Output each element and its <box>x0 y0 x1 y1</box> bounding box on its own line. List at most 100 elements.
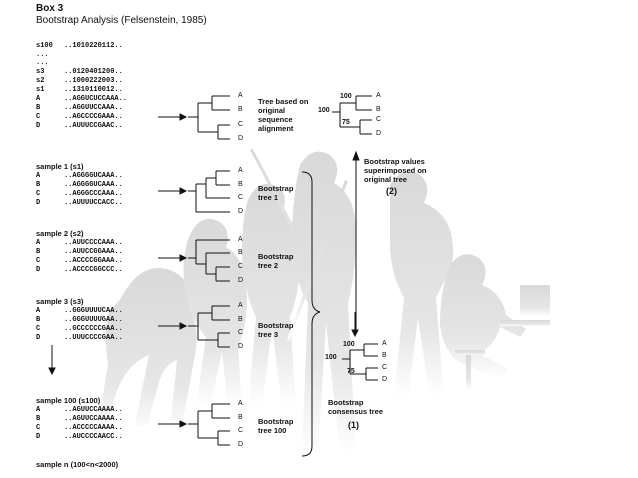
arrowhead-sample-2 <box>179 254 188 262</box>
tree-bootstrap-1 <box>188 170 230 213</box>
bootstrap-tree-1-label: Bootstrap tree 1 <box>258 184 294 202</box>
row-seq: ..GGGUUUUGAA.. <box>64 316 123 324</box>
original-tree-label: Tree based on original sequence alignmen… <box>258 97 309 133</box>
tip-label: B <box>382 352 387 359</box>
tip-label: D <box>238 208 244 215</box>
box-subtitle: Bootstrap Analysis (Felsenstein, 1985) <box>36 15 207 26</box>
tip-label: B <box>238 181 243 188</box>
row-seq: ..AGUUCCAAAA.. <box>64 406 123 414</box>
row-seq: ..AUUCCCCAAA.. <box>64 239 123 247</box>
silhouette-chair <box>455 350 485 355</box>
tip-label: B <box>238 106 243 113</box>
row-label: D <box>36 266 41 274</box>
arrowhead-down <box>48 367 56 376</box>
sample-title: sample 100 (s100) <box>36 396 101 405</box>
consensus-value-root: 100 <box>325 354 337 361</box>
bootstrap-value-root: 100 <box>318 107 330 114</box>
row-label: B <box>36 415 41 423</box>
superimpose-step: (2) <box>386 186 397 196</box>
silhouette-hominid-1 <box>183 218 247 407</box>
row-seq: ..ACCCCGGCCC.. <box>64 266 123 274</box>
tip-label: A <box>238 302 243 309</box>
row-label: A <box>36 307 41 315</box>
tree-lines <box>188 95 378 457</box>
arrowhead-sample-1 <box>179 187 188 195</box>
row-seq: ..AGCCCCGAAA.. <box>64 113 123 121</box>
tree-original <box>188 95 230 140</box>
tree-consensus <box>342 343 378 381</box>
row-seq: ..AUUUCCGAAC.. <box>64 122 123 130</box>
tip-label: D <box>238 343 244 350</box>
silhouette-ape <box>96 268 197 435</box>
row-label: s100 <box>36 42 53 50</box>
tip-label: B <box>238 414 243 421</box>
row-seq: ..ACCCCGGAAA.. <box>64 257 123 265</box>
trees-brace <box>301 171 321 457</box>
tip-label: A <box>238 167 243 174</box>
row-seq: ..AUUUUCCACC.. <box>64 199 123 207</box>
row-label: A <box>36 172 41 180</box>
silhouette-hominid-2 <box>242 183 300 407</box>
bootstrap-value-cd: 75 <box>342 119 350 126</box>
tip-label: D <box>238 441 244 448</box>
tip-label: D <box>238 277 244 284</box>
arrowhead-to-consensus <box>351 329 359 338</box>
row-label: D <box>36 334 41 342</box>
tip-label: D <box>376 130 382 137</box>
tree-bootstrap-3 <box>188 305 230 348</box>
sample-title: sample 1 (s1) <box>36 162 84 171</box>
row-seq: ..AGGUCUCCAAA.. <box>64 95 128 103</box>
tip-label: A <box>238 92 243 99</box>
tip-label: B <box>238 316 243 323</box>
row-seq: ..1010220112.. <box>64 42 123 50</box>
row-label: s2 <box>36 77 45 85</box>
tip-label: C <box>376 116 382 123</box>
row-label: B <box>36 316 41 324</box>
tip-label: B <box>376 106 381 113</box>
row-seq: ..AGGGGUCAAA.. <box>64 181 123 189</box>
row-label: D <box>36 122 41 130</box>
tip-label: C <box>238 427 244 434</box>
row-label: D <box>36 199 41 207</box>
row-seq: ..AUUCCGGAAA.. <box>64 248 123 256</box>
row-seq: ..GGGUUUUCAA.. <box>64 307 123 315</box>
row-label: B <box>36 248 41 256</box>
arrowhead-sample-3 <box>179 322 188 330</box>
silhouette-desk <box>500 320 550 326</box>
row-label: C <box>36 113 41 121</box>
row-label: s3 <box>36 68 45 76</box>
silhouette-computer-user <box>440 254 526 379</box>
sample-n-label: sample n (100<n<2000) <box>36 460 119 469</box>
consensus-step: (1) <box>348 420 359 430</box>
silhouette-stick <box>286 180 348 341</box>
superimpose-label: Bootstrap values superimposed on origina… <box>364 157 427 184</box>
tree-original-with-values <box>332 95 372 135</box>
row-seq: ..1310110012.. <box>64 86 123 94</box>
row-seq: ..0120401200.. <box>64 68 123 76</box>
arrowhead-sample-100 <box>179 420 188 428</box>
arrowhead-original <box>179 113 188 121</box>
tip-label: A <box>376 92 381 99</box>
row-seq: ..1000222003.. <box>64 77 123 85</box>
row-label: C <box>36 257 41 265</box>
tip-label: C <box>238 194 244 201</box>
row-label: s1 <box>36 86 45 94</box>
row-label: C <box>36 424 41 432</box>
row-label: A <box>36 406 41 414</box>
silhouette-chair-stem <box>466 355 471 390</box>
row-label: B <box>36 104 41 112</box>
tree-bootstrap-100 <box>188 403 230 446</box>
row-label: B <box>36 181 41 189</box>
consensus-value-ab: 100 <box>343 341 355 348</box>
sample-title: sample 2 (s2) <box>36 229 84 238</box>
silhouette-monitor <box>520 285 550 317</box>
tip-label: C <box>238 121 244 128</box>
row-seq: ..ACCCCCAAAA.. <box>64 424 123 432</box>
tip-label: A <box>238 236 243 243</box>
tree-bootstrap-2 <box>188 239 230 282</box>
bootstrap-value-ab: 100 <box>340 93 352 100</box>
tip-label: C <box>238 263 244 270</box>
tip-label: C <box>382 364 388 371</box>
